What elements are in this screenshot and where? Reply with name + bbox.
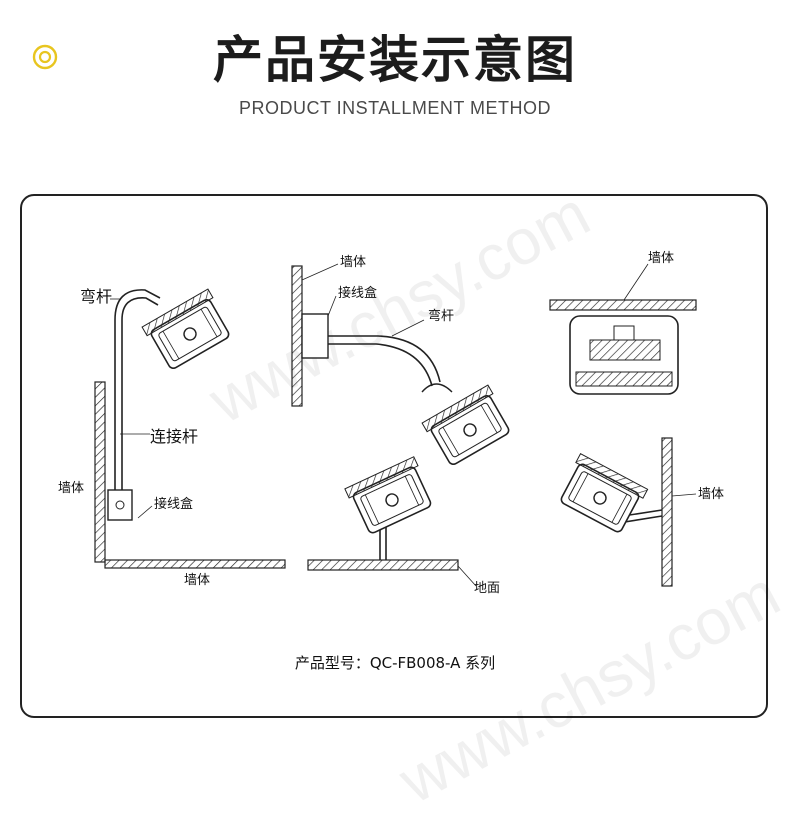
floor-hatch bbox=[104, 559, 286, 569]
diagram-wall-rod-mount bbox=[94, 288, 286, 569]
lamp-5 bbox=[555, 452, 649, 537]
label-d1-floor: 墙体 bbox=[184, 573, 210, 588]
label-d2-arm: 弯杆 bbox=[428, 308, 454, 324]
wall-hatch-2 bbox=[291, 265, 303, 407]
diagram-ceiling-mount bbox=[549, 263, 697, 395]
junction-box-2 bbox=[301, 313, 329, 359]
ceiling-hatch bbox=[549, 299, 697, 311]
installation-diagram: 弯杆 连接杆 墙体 接线盒 墙体 墙体 接线盒 弯杆 墙体 地面 bbox=[58, 251, 724, 596]
bent-arm-2 bbox=[328, 335, 441, 383]
label-d2-wall: 墙体 bbox=[340, 255, 366, 270]
label-d4-ground: 地面 bbox=[474, 581, 500, 596]
lamp-2 bbox=[421, 384, 515, 469]
label-d1-wall: 墙体 bbox=[58, 481, 84, 496]
lamp-4 bbox=[344, 455, 437, 537]
diagram-wall-arm-mount bbox=[291, 263, 515, 469]
label-d2-box: 接线盒 bbox=[338, 285, 377, 301]
diagram-ground-mount bbox=[307, 455, 477, 587]
page-subtitle: PRODUCT INSTALLMENT METHOD bbox=[238, 98, 552, 118]
wall-hatch bbox=[94, 381, 106, 563]
label-d1-rod: 连接杆 bbox=[150, 427, 198, 446]
label-d5-wall: 墙体 bbox=[698, 487, 724, 502]
bent-arm bbox=[114, 289, 161, 321]
diagram-panel bbox=[20, 194, 768, 718]
junction-box bbox=[107, 489, 133, 521]
ground-hatch bbox=[307, 559, 459, 571]
label-d1-arm: 弯杆 bbox=[80, 287, 112, 306]
diagram-side-wall-mount bbox=[555, 437, 697, 587]
logo-icon bbox=[32, 44, 58, 70]
page-title: 产品安装示意图 bbox=[213, 31, 577, 89]
label-d1-box: 接线盒 bbox=[154, 496, 193, 512]
wall-hatch-5 bbox=[661, 437, 673, 587]
lamp-1 bbox=[141, 288, 235, 373]
product-model: 产品型号：QC-FB008-A 系列 bbox=[294, 654, 496, 672]
label-d3-wall: 墙体 bbox=[648, 251, 674, 266]
